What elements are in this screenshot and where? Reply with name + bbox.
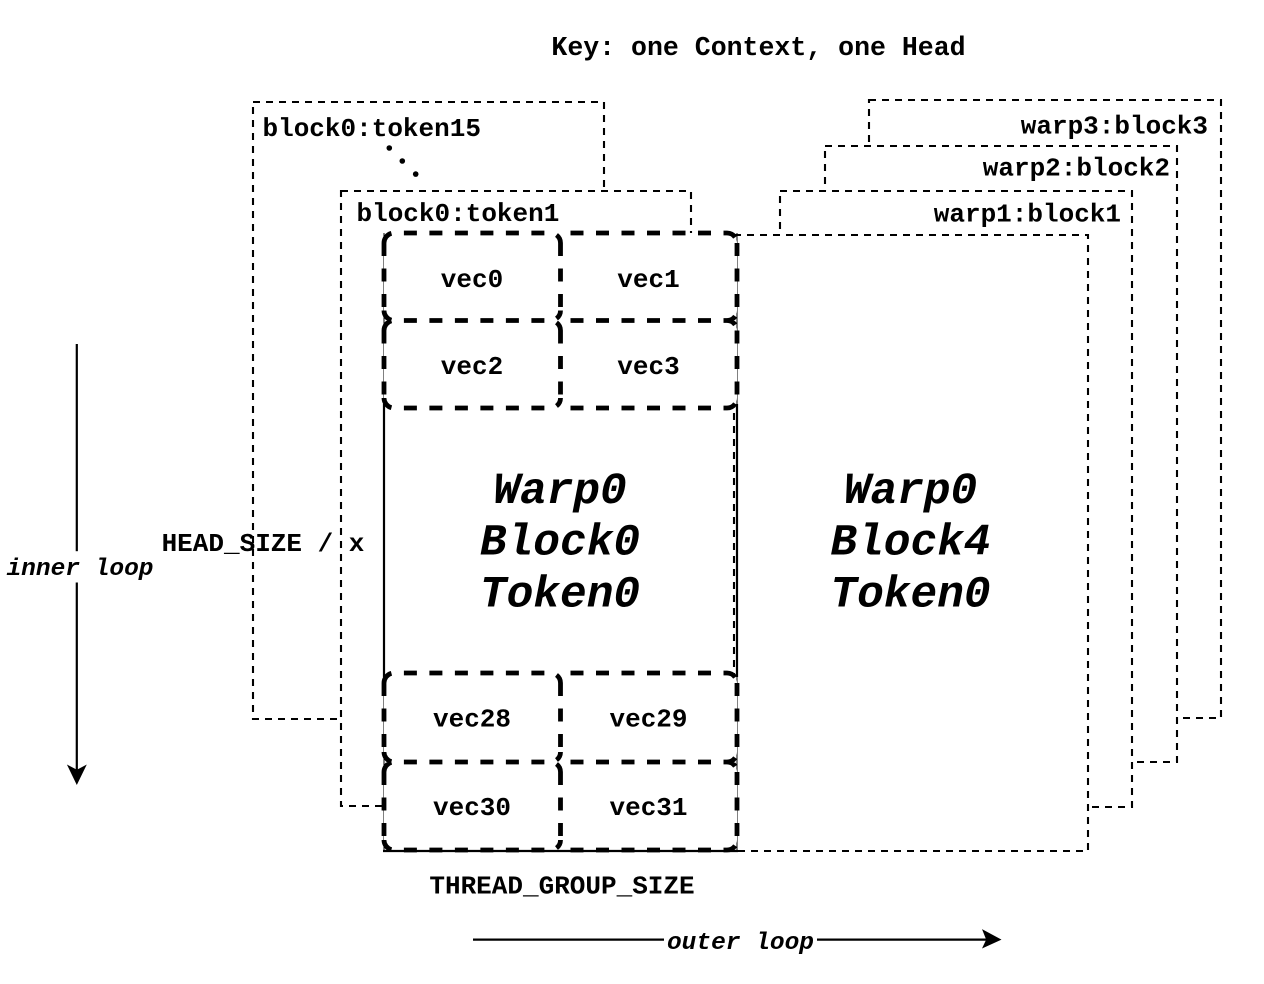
- svg-text:warp3:block3: warp3:block3: [1021, 112, 1208, 142]
- svg-text:inner loop: inner loop: [6, 556, 153, 583]
- svg-text:Warp0: Warp0: [844, 467, 978, 517]
- svg-text:outer loop: outer loop: [667, 930, 814, 957]
- svg-text:vec31: vec31: [609, 793, 687, 823]
- svg-text:vec29: vec29: [609, 705, 687, 735]
- svg-text:THREAD_GROUP_SIZE: THREAD_GROUP_SIZE: [429, 872, 694, 902]
- svg-text:Block0: Block0: [480, 519, 640, 569]
- svg-text:Token0: Token0: [480, 571, 640, 621]
- svg-text:HEAD_SIZE / x: HEAD_SIZE / x: [162, 529, 365, 559]
- svg-text:block0:token1: block0:token1: [357, 199, 560, 229]
- svg-text:vec30: vec30: [433, 793, 511, 823]
- svg-text:Warp0: Warp0: [493, 467, 627, 517]
- svg-text:vec28: vec28: [433, 705, 511, 735]
- svg-text:Key: one Context, one Head: Key: one Context, one Head: [551, 33, 965, 63]
- svg-text:vec3: vec3: [617, 352, 679, 382]
- svg-text:Token0: Token0: [830, 571, 990, 621]
- svg-text:vec1: vec1: [617, 265, 679, 295]
- svg-text:warp2:block2: warp2:block2: [983, 154, 1170, 184]
- svg-text:Block4: Block4: [830, 519, 990, 569]
- svg-text:vec2: vec2: [441, 352, 503, 382]
- svg-text:warp1:block1: warp1:block1: [934, 200, 1121, 230]
- svg-text:vec0: vec0: [441, 265, 503, 295]
- svg-text:block0:token15: block0:token15: [263, 114, 481, 144]
